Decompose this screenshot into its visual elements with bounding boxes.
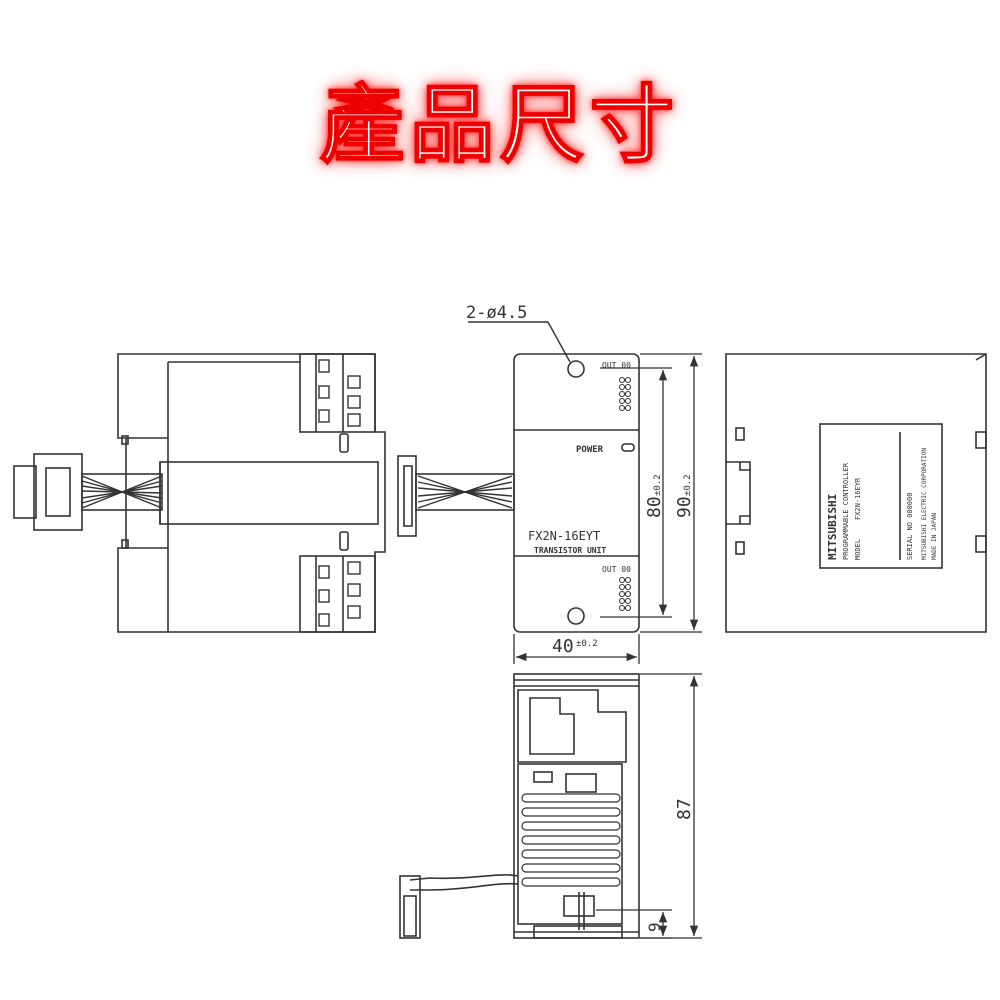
connector-ribbon-lines [417, 475, 513, 509]
power-led [621, 443, 635, 452]
dim-90-tol: ±0.2 [683, 474, 693, 496]
bottom-view-vents [521, 793, 621, 887]
dim-9 [596, 909, 672, 939]
plate-maker: MITSUBISHI ELECTRIC CORPORATION [921, 448, 928, 560]
mounting-hole-top [567, 360, 585, 378]
dim-40-tol: ±0.2 [576, 639, 598, 649]
dim-80-value: 80 [644, 496, 665, 518]
dim-80 [600, 367, 672, 618]
hole-callout-leader [468, 321, 571, 363]
dim-40 [513, 634, 640, 664]
unit-label: TRANSISTOR UNIT [534, 546, 606, 555]
dim-90 [640, 353, 702, 633]
dim-80-tol: ±0.2 [653, 474, 663, 496]
left-ribbon-cable [81, 475, 163, 509]
plate-model: FX2N-16EYR [854, 477, 862, 520]
dim-9-value: 9 [645, 922, 664, 932]
plate-model-label: MODEL [854, 539, 862, 560]
power-label: POWER [576, 445, 604, 455]
plate-origin: MADE IN JAPAN [931, 513, 938, 560]
plate-product: PROGRAMMABLE CONTROLLER [842, 462, 850, 560]
left-terminal-screws [318, 359, 361, 627]
out-label-top: OUT 00 [602, 361, 631, 370]
out-label-bottom: OUT 00 [602, 565, 631, 574]
page-title: 產品尺寸 [319, 75, 680, 175]
hole-callout: 2-ø4.5 [466, 303, 527, 323]
right-side-view [725, 353, 987, 633]
connector-cable [397, 455, 515, 537]
dim-40-value: 40 [552, 636, 574, 657]
rating-plate [819, 423, 943, 569]
bottom-view [399, 673, 640, 939]
front-io-leds [618, 376, 632, 612]
mounting-hole-bottom [567, 607, 585, 625]
dim-87-value: 87 [674, 798, 695, 820]
model-label: FX2N-16EYT [528, 529, 600, 543]
plate-brand: MITSUBISHI [826, 494, 839, 560]
plate-serial: SERIAL NO 000000 [906, 493, 914, 560]
left-side-view [13, 353, 386, 633]
front-view [513, 353, 640, 633]
dim-90-value: 90 [674, 496, 695, 518]
